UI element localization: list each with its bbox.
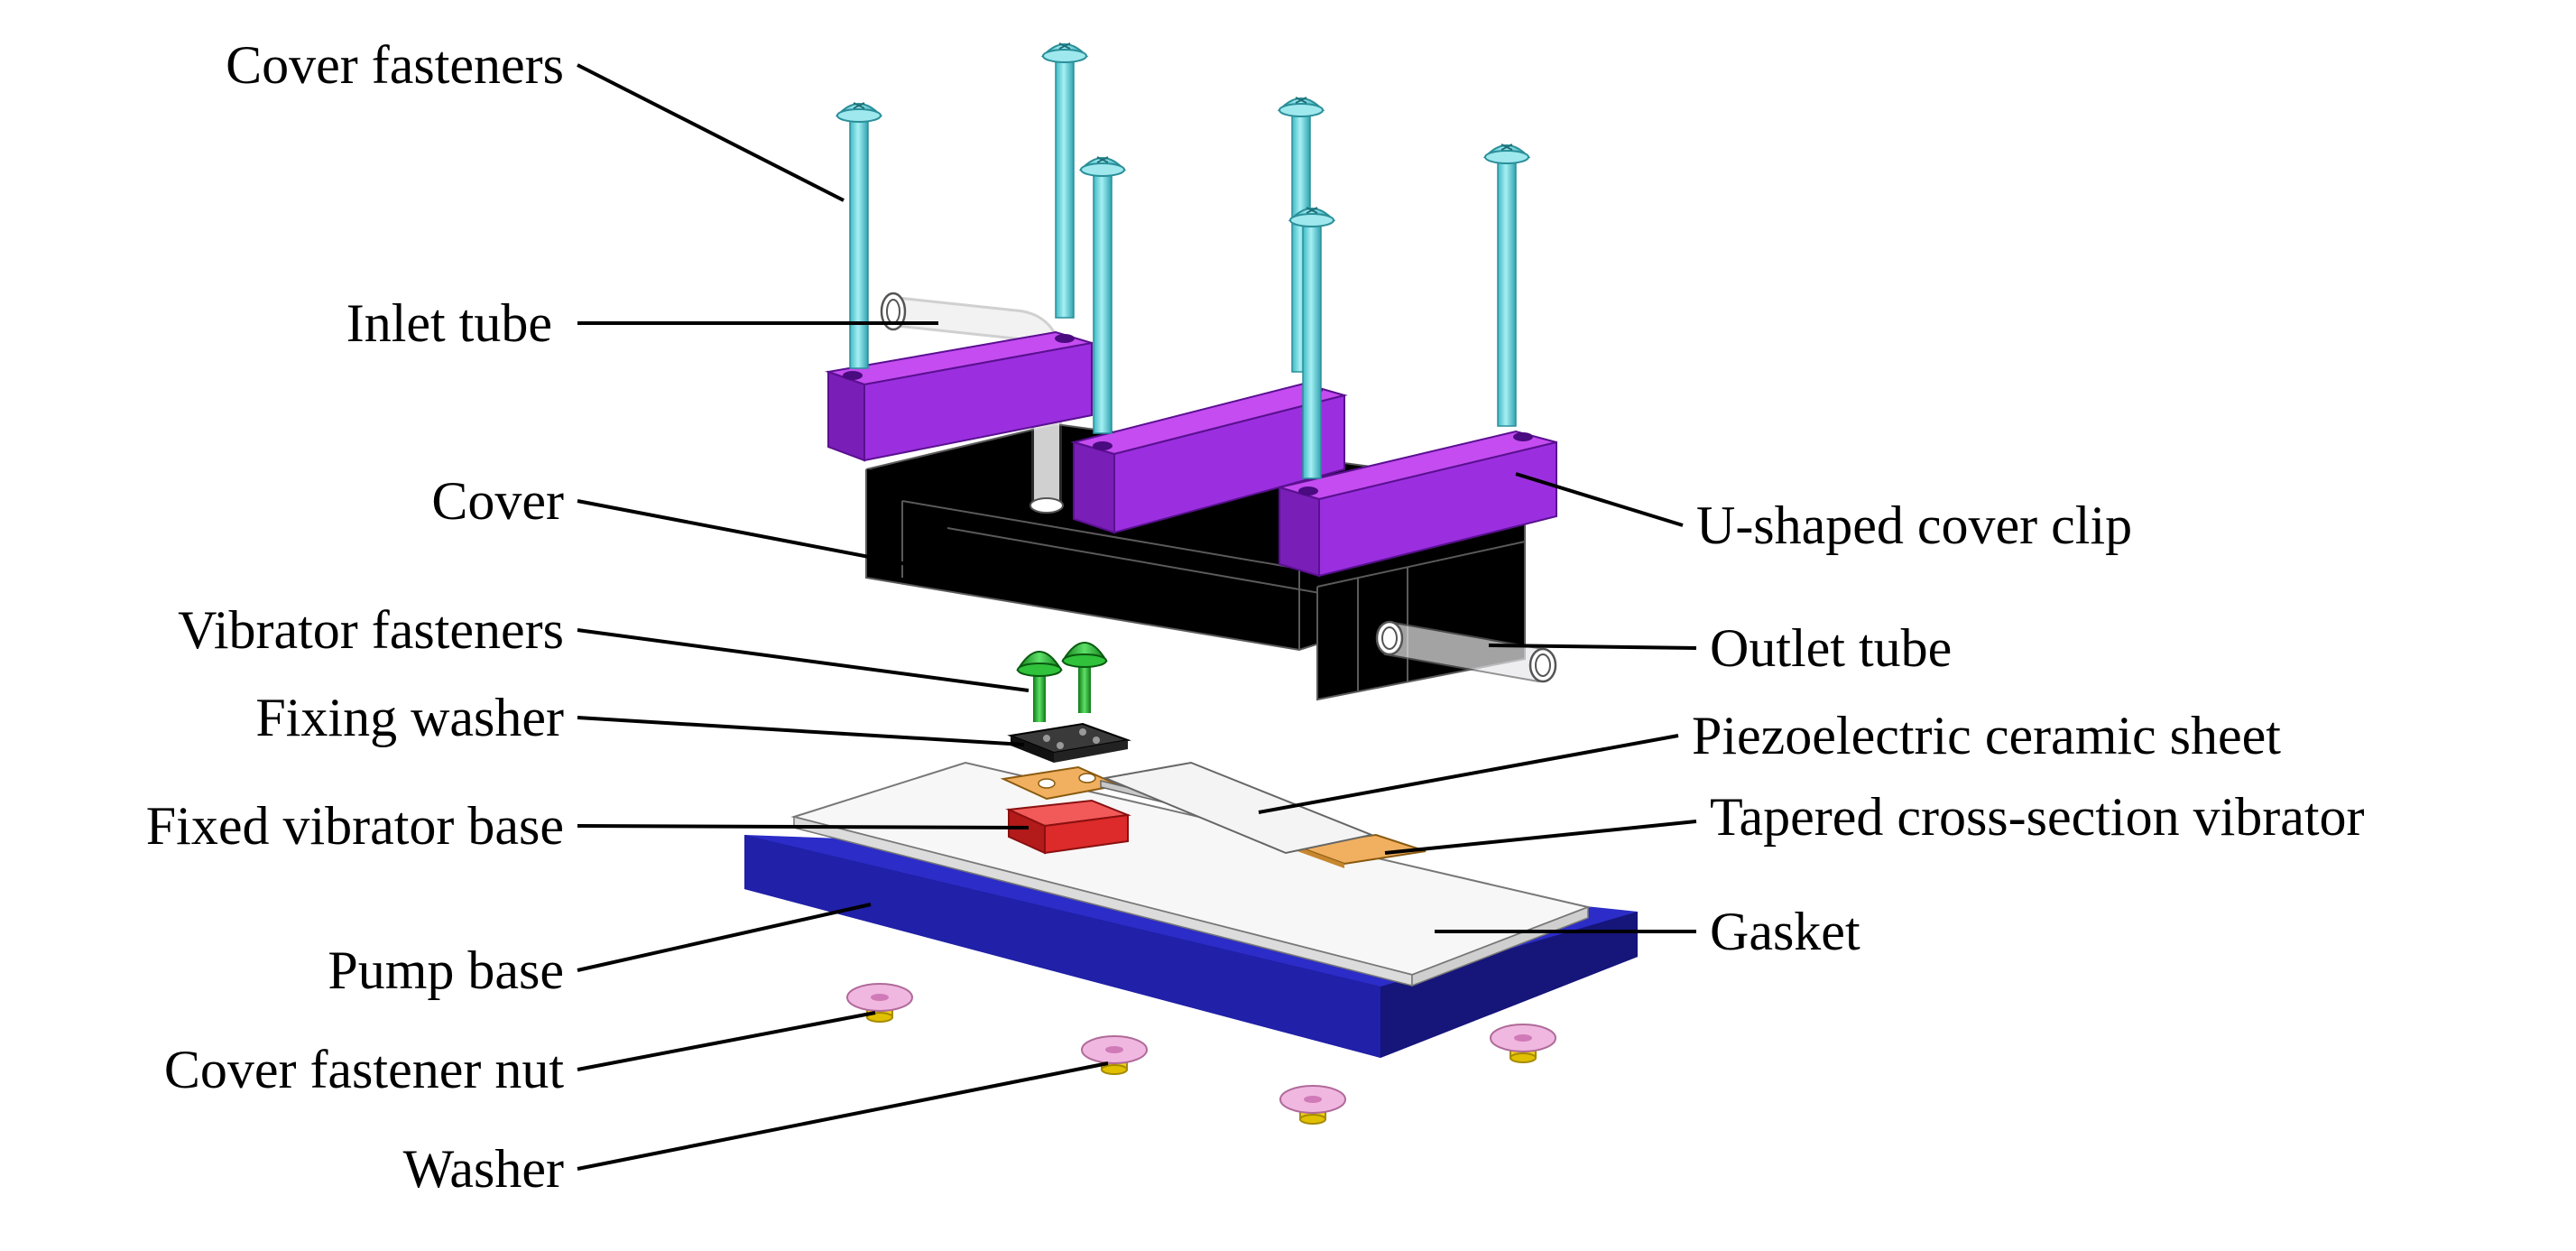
fixing-washer xyxy=(1007,722,1131,763)
label-fixed-vibrator-base: Fixed vibrator base xyxy=(146,796,564,856)
label-washer: Washer xyxy=(403,1139,564,1199)
label-outlet-tube: Outlet tube xyxy=(1710,618,1952,678)
label-cover-fastener-nut: Cover fastener nut xyxy=(164,1040,565,1099)
label-gasket: Gasket xyxy=(1710,902,1860,961)
label-fixing-washer: Fixing washer xyxy=(255,688,564,747)
u-shaped-cover-clip xyxy=(825,330,1557,578)
label-inlet-tube: Inlet tube xyxy=(346,293,552,353)
vibrator-fasteners xyxy=(1016,642,1108,722)
label-tapered-vibrator: Tapered cross-section vibrator xyxy=(1710,787,2365,847)
label-cover-fasteners: Cover fasteners xyxy=(226,35,564,95)
leader-lines xyxy=(577,63,1697,1171)
gasket xyxy=(790,761,1592,987)
cover-fasteners xyxy=(836,42,1529,479)
label-piezoelectric-ceramic-sheet: Piezoelectric ceramic sheet xyxy=(1692,706,2281,765)
label-pump-base: Pump base xyxy=(328,941,564,1000)
fixed-vibrator-base xyxy=(1005,799,1131,855)
label-cover: Cover xyxy=(431,471,564,531)
piezoelectric-ceramic-sheet xyxy=(1102,761,1375,855)
label-vibrator-fasteners: Vibrator fasteners xyxy=(178,600,564,660)
outlet-tube xyxy=(1375,620,1557,683)
label-u-shaped-cover-clip: U-shaped cover clip xyxy=(1696,496,2132,555)
